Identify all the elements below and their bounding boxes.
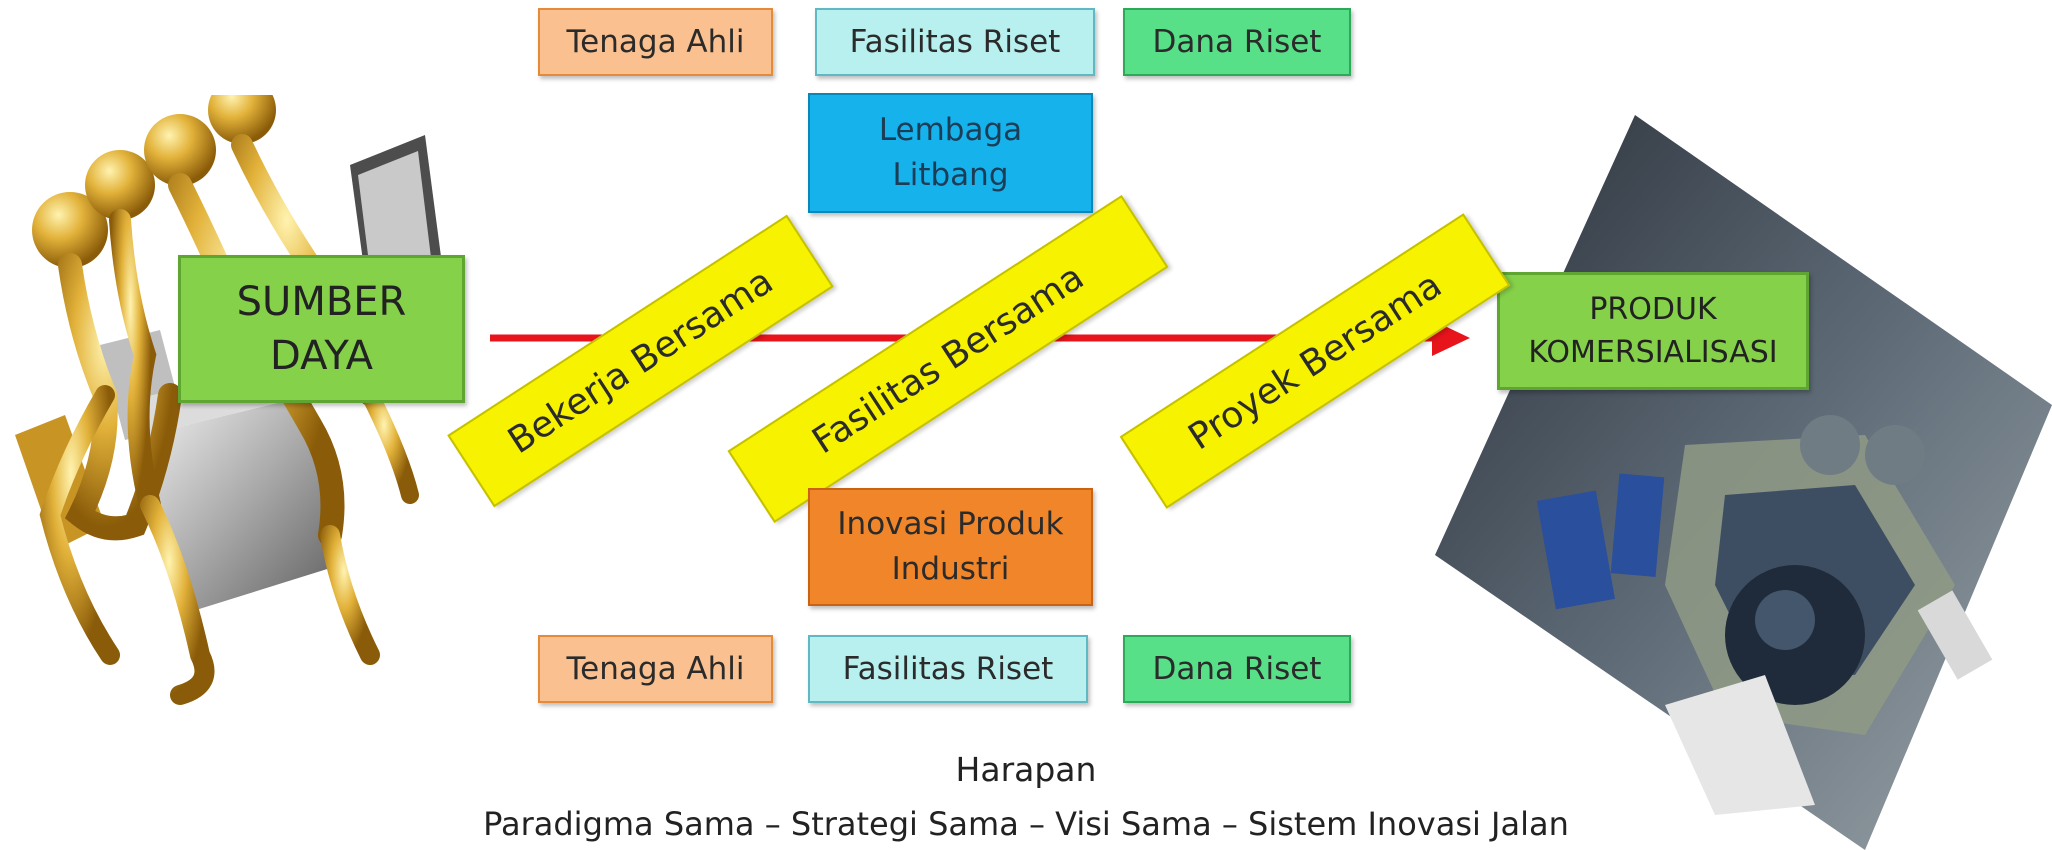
produk-komersialisasi-box: PRODUK KOMERSIALISASI (1497, 272, 1809, 390)
golden-people-illustration (15, 95, 450, 705)
sumber-daya-box: SUMBER DAYA (178, 255, 465, 403)
bottom-dana-riset-box: Dana Riset (1123, 635, 1351, 703)
caption-title: Harapan (955, 750, 1097, 789)
lembaga-litbang-box: Lembaga Litbang (808, 93, 1093, 213)
caption-text: Paradigma Sama – Strategi Sama – Visi Sa… (483, 805, 1569, 843)
top-dana-riset-box: Dana Riset (1123, 8, 1351, 76)
top-tenaga-ahli-box: Tenaga Ahli (538, 8, 773, 76)
bottom-fasilitas-riset-box: Fasilitas Riset (808, 635, 1088, 703)
top-fasilitas-riset-box: Fasilitas Riset (815, 8, 1095, 76)
product-photo (1435, 115, 2052, 850)
inovasi-produk-industri-box: Inovasi Produk Industri (808, 488, 1093, 606)
bottom-tenaga-ahli-box: Tenaga Ahli (538, 635, 773, 703)
